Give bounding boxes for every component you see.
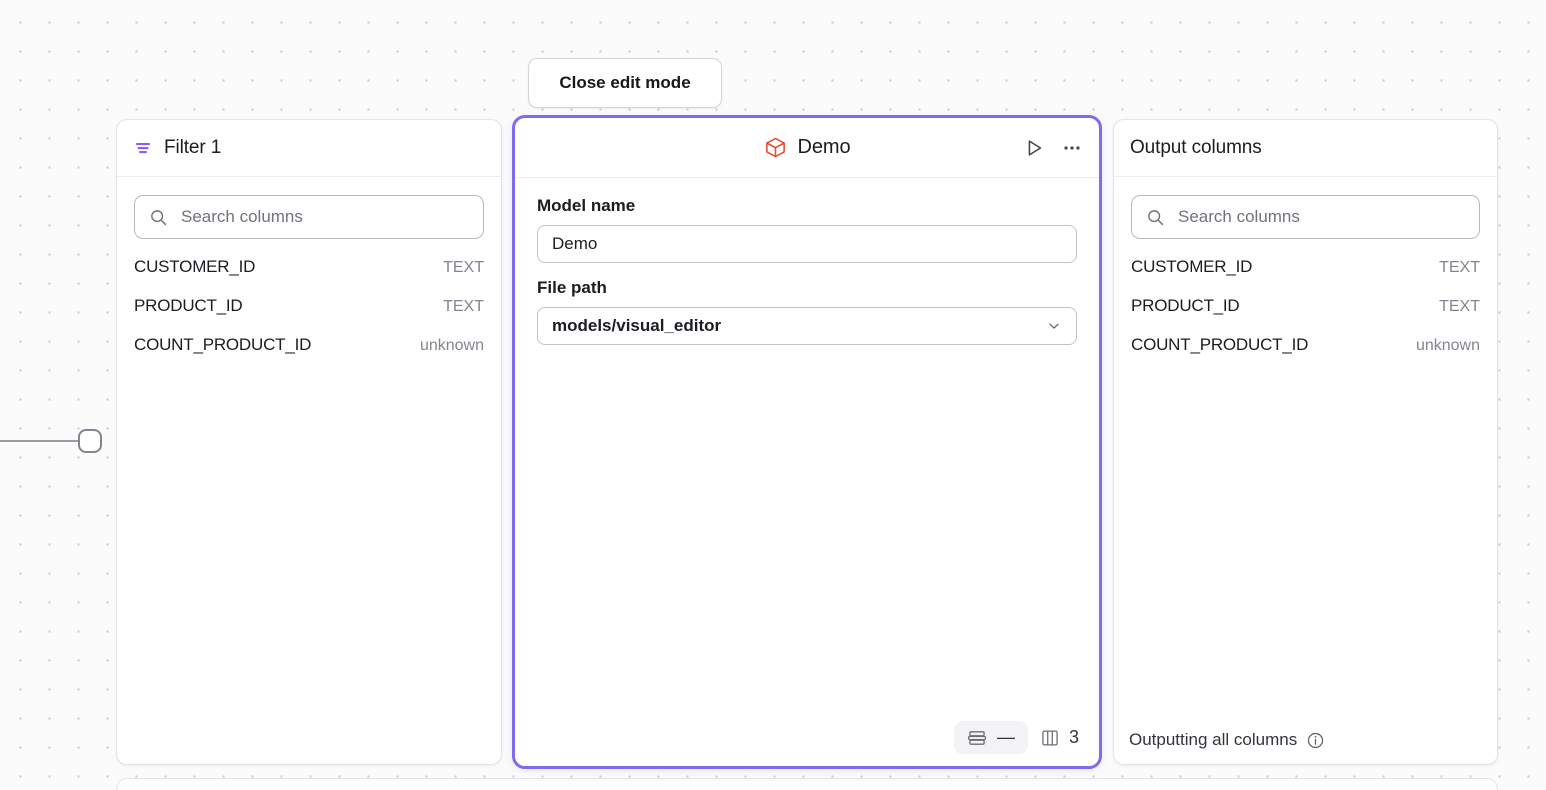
output-node-header: Output columns: [1114, 120, 1497, 177]
model-node-footer: — 3: [953, 721, 1085, 754]
columns-count: 3: [1068, 727, 1079, 747]
table-row[interactable]: COUNT_PRODUCT_ID unknown: [117, 335, 501, 374]
play-icon[interactable]: [1023, 137, 1045, 159]
filter-node-title: Filter 1: [164, 137, 222, 158]
model-name-label: Model name: [537, 196, 636, 215]
model-node[interactable]: Demo Model name Demo: [512, 115, 1102, 769]
table-row[interactable]: CUSTOMER_ID TEXT: [117, 257, 501, 296]
file-path-value: models/visual_editor: [552, 316, 722, 335]
close-edit-mode-button[interactable]: Close edit mode: [528, 58, 722, 108]
column-type: TEXT: [443, 298, 484, 315]
outputting-status-text: Outputting all columns: [1129, 730, 1298, 749]
filter-search-input[interactable]: Search columns: [134, 195, 484, 239]
filter-node-body: Search columns CUSTOMER_ID TEXT PRODUCT_…: [117, 177, 501, 764]
column-name: PRODUCT_ID: [134, 296, 243, 315]
output-search-placeholder: Search columns: [1178, 207, 1300, 226]
bottom-partial-node[interactable]: [116, 778, 1498, 790]
connector-edge: [0, 440, 80, 442]
output-columns-node[interactable]: Output columns Search columns CUSTOMER_I…: [1113, 119, 1498, 765]
output-column-list: CUSTOMER_ID TEXT PRODUCT_ID TEXT COUNT_P…: [1114, 257, 1497, 374]
column-type: unknown: [1415, 337, 1480, 354]
model-node-title: Demo: [797, 136, 851, 158]
model-name-field[interactable]: Demo: [537, 225, 1077, 263]
table-row[interactable]: CUSTOMER_ID TEXT: [1114, 257, 1497, 296]
table-row[interactable]: COUNT_PRODUCT_ID unknown: [1114, 335, 1497, 374]
output-search-input[interactable]: Search columns: [1131, 195, 1480, 239]
column-name: PRODUCT_ID: [1131, 296, 1240, 315]
output-node-footer: Outputting all columns: [1114, 716, 1497, 764]
search-icon: [149, 208, 168, 227]
table-row[interactable]: PRODUCT_ID TEXT: [117, 296, 501, 335]
model-node-body: Model name Demo File path models/visual_…: [515, 178, 1099, 766]
file-path-label: File path: [537, 278, 607, 297]
filter-icon: [133, 138, 153, 158]
columns-toggle[interactable]: 3: [1040, 727, 1085, 748]
cube-icon: [764, 136, 787, 159]
rows-toggle[interactable]: —: [953, 721, 1028, 754]
columns-icon: [1040, 728, 1060, 748]
column-type: TEXT: [1439, 259, 1480, 276]
column-type: TEXT: [1439, 298, 1480, 315]
model-form: Model name Demo File path models/visual_…: [515, 178, 1099, 345]
ellipsis-icon[interactable]: [1061, 137, 1083, 159]
file-path-select[interactable]: models/visual_editor: [537, 307, 1077, 345]
output-node-body: Search columns CUSTOMER_ID TEXT PRODUCT_…: [1114, 177, 1497, 764]
model-node-actions: [1023, 137, 1083, 159]
rows-icon: [967, 728, 987, 748]
column-type: unknown: [419, 337, 484, 354]
column-name: CUSTOMER_ID: [134, 257, 256, 276]
column-name: CUSTOMER_ID: [1131, 257, 1253, 276]
filter-node-header: Filter 1: [117, 120, 501, 177]
column-type: TEXT: [443, 259, 484, 276]
model-node-header: Demo: [515, 118, 1099, 178]
filter-column-list: CUSTOMER_ID TEXT PRODUCT_ID TEXT COUNT_P…: [117, 257, 501, 374]
search-icon: [1146, 208, 1165, 227]
filter-node[interactable]: Filter 1 Search columns CUSTOMER_ID TEXT: [116, 119, 502, 765]
column-name: COUNT_PRODUCT_ID: [134, 335, 312, 354]
table-row[interactable]: PRODUCT_ID TEXT: [1114, 296, 1497, 335]
connector-handle[interactable]: [78, 429, 102, 453]
filter-search-placeholder: Search columns: [181, 207, 303, 226]
column-name: COUNT_PRODUCT_ID: [1131, 335, 1309, 354]
output-node-title: Output columns: [1130, 137, 1262, 158]
rows-value: —: [996, 727, 1015, 747]
chevron-down-icon: [1046, 318, 1062, 334]
info-icon[interactable]: [1306, 731, 1325, 750]
